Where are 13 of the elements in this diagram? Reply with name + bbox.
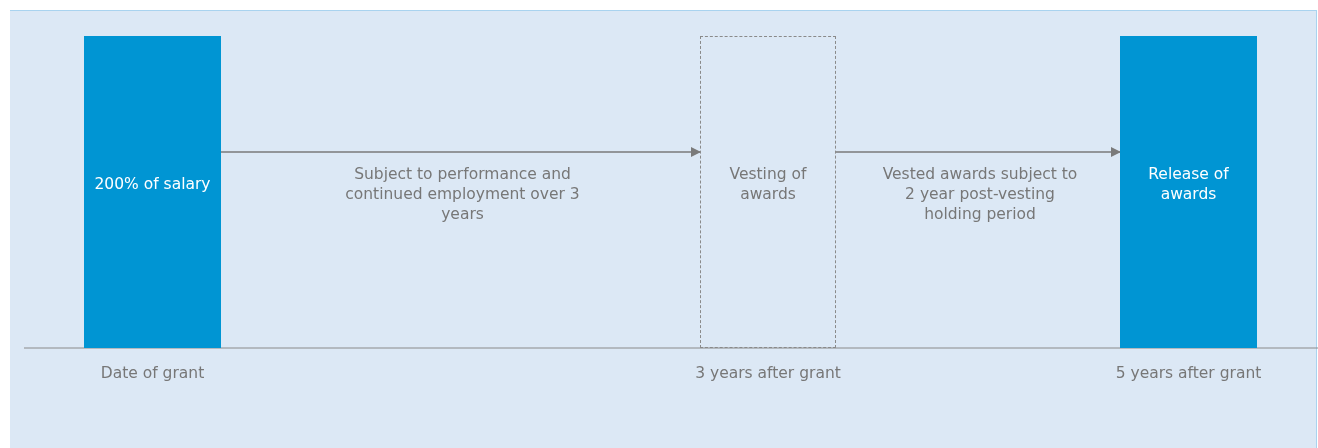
dashed-box [700, 36, 836, 348]
bar-label: 200% of salary [93, 174, 212, 194]
bar [1120, 36, 1257, 348]
timeline-label: 5 years after grant [1114, 363, 1263, 383]
timeline-label: Date of grant [99, 363, 206, 383]
bar-label: Release of awards [1147, 164, 1230, 204]
edge-label: Vested awards subject to 2 year post-vesting holding period [881, 164, 1079, 224]
timeline-label: 3 years after grant [694, 363, 842, 383]
bar-label: Vesting of awards [728, 164, 808, 204]
arrow [220, 147, 701, 157]
bar [84, 36, 221, 348]
arrow [835, 147, 1121, 157]
edge-label: Subject to performance and continued employment over 3 years [344, 164, 581, 224]
